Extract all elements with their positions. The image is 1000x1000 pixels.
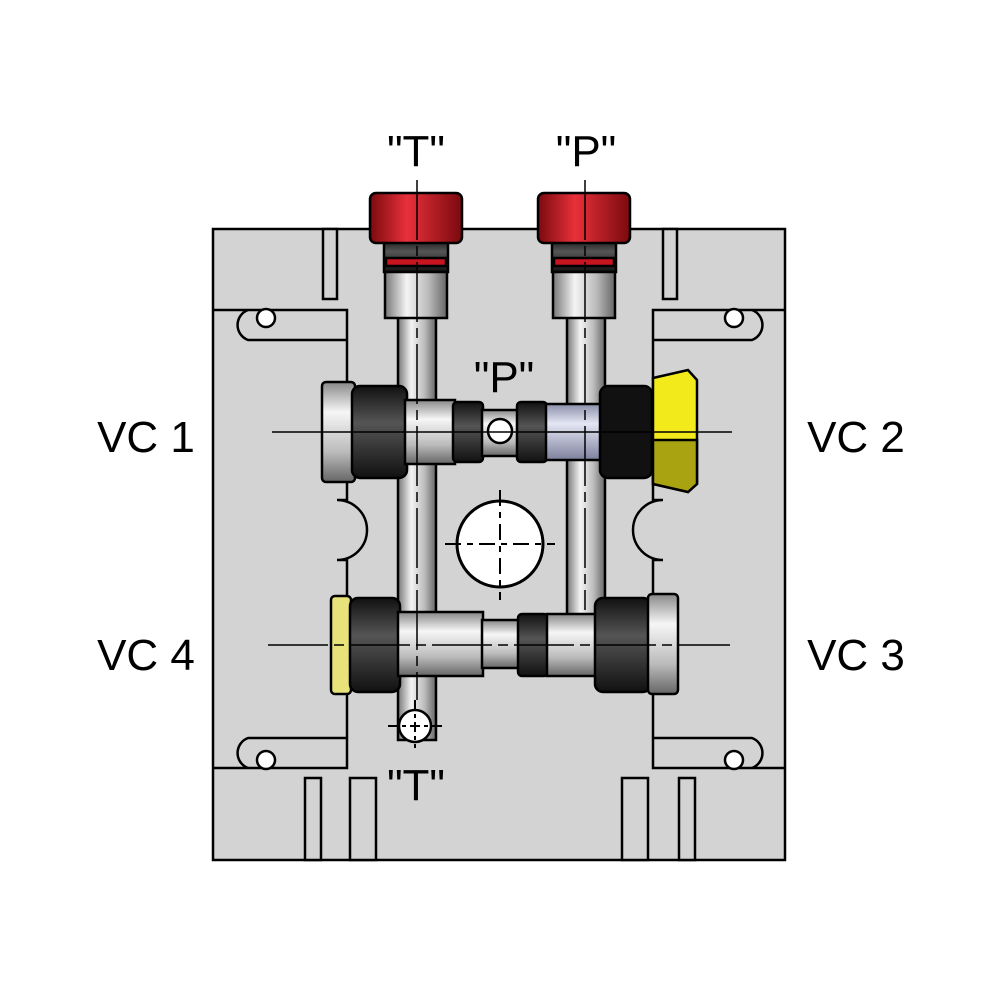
manifold-body [211, 227, 787, 862]
port-label-top-t: "T" [386, 127, 446, 176]
red-plug-t [368, 191, 464, 274]
center-port [445, 490, 555, 600]
valve-label-vc3: VC 3 [807, 631, 905, 680]
valve-label-vc1: VC 1 [97, 413, 195, 462]
port-label-top-p: "P" [555, 127, 617, 176]
bottom-t-port [388, 700, 442, 748]
port-label-mid-p: "P" [473, 353, 535, 402]
centerlines [268, 180, 732, 700]
port-label-bottom-t: "T" [386, 761, 446, 810]
red-plug-p [536, 191, 632, 274]
valve-label-vc4: VC 4 [97, 631, 195, 680]
valve-label-vc2: VC 2 [807, 413, 905, 462]
